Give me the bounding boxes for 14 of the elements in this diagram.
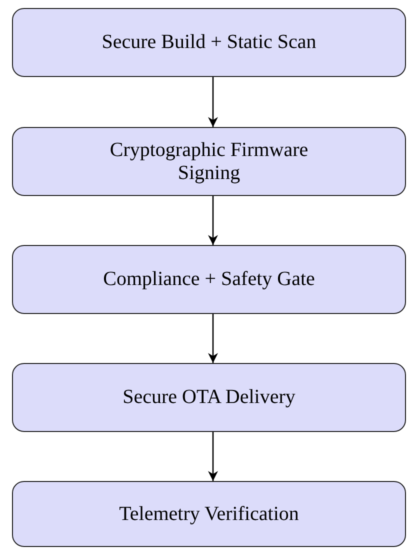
node-label: Cryptographic Firmware Signing — [108, 138, 310, 184]
node-label: Secure Build + Static Scan — [102, 31, 316, 54]
process-box — [12, 363, 406, 432]
node-label: Secure OTA Delivery — [122, 386, 296, 409]
node-label: Telemetry Verification — [119, 502, 299, 526]
process-box — [12, 481, 406, 547]
arrow — [208, 77, 218, 127]
process-box — [12, 245, 406, 314]
arrow — [208, 314, 218, 363]
arrow — [208, 432, 218, 481]
node-label: Compliance + Safety Gate — [103, 268, 315, 291]
process-box — [12, 8, 406, 77]
process-box — [12, 127, 406, 196]
arrow — [208, 196, 218, 245]
